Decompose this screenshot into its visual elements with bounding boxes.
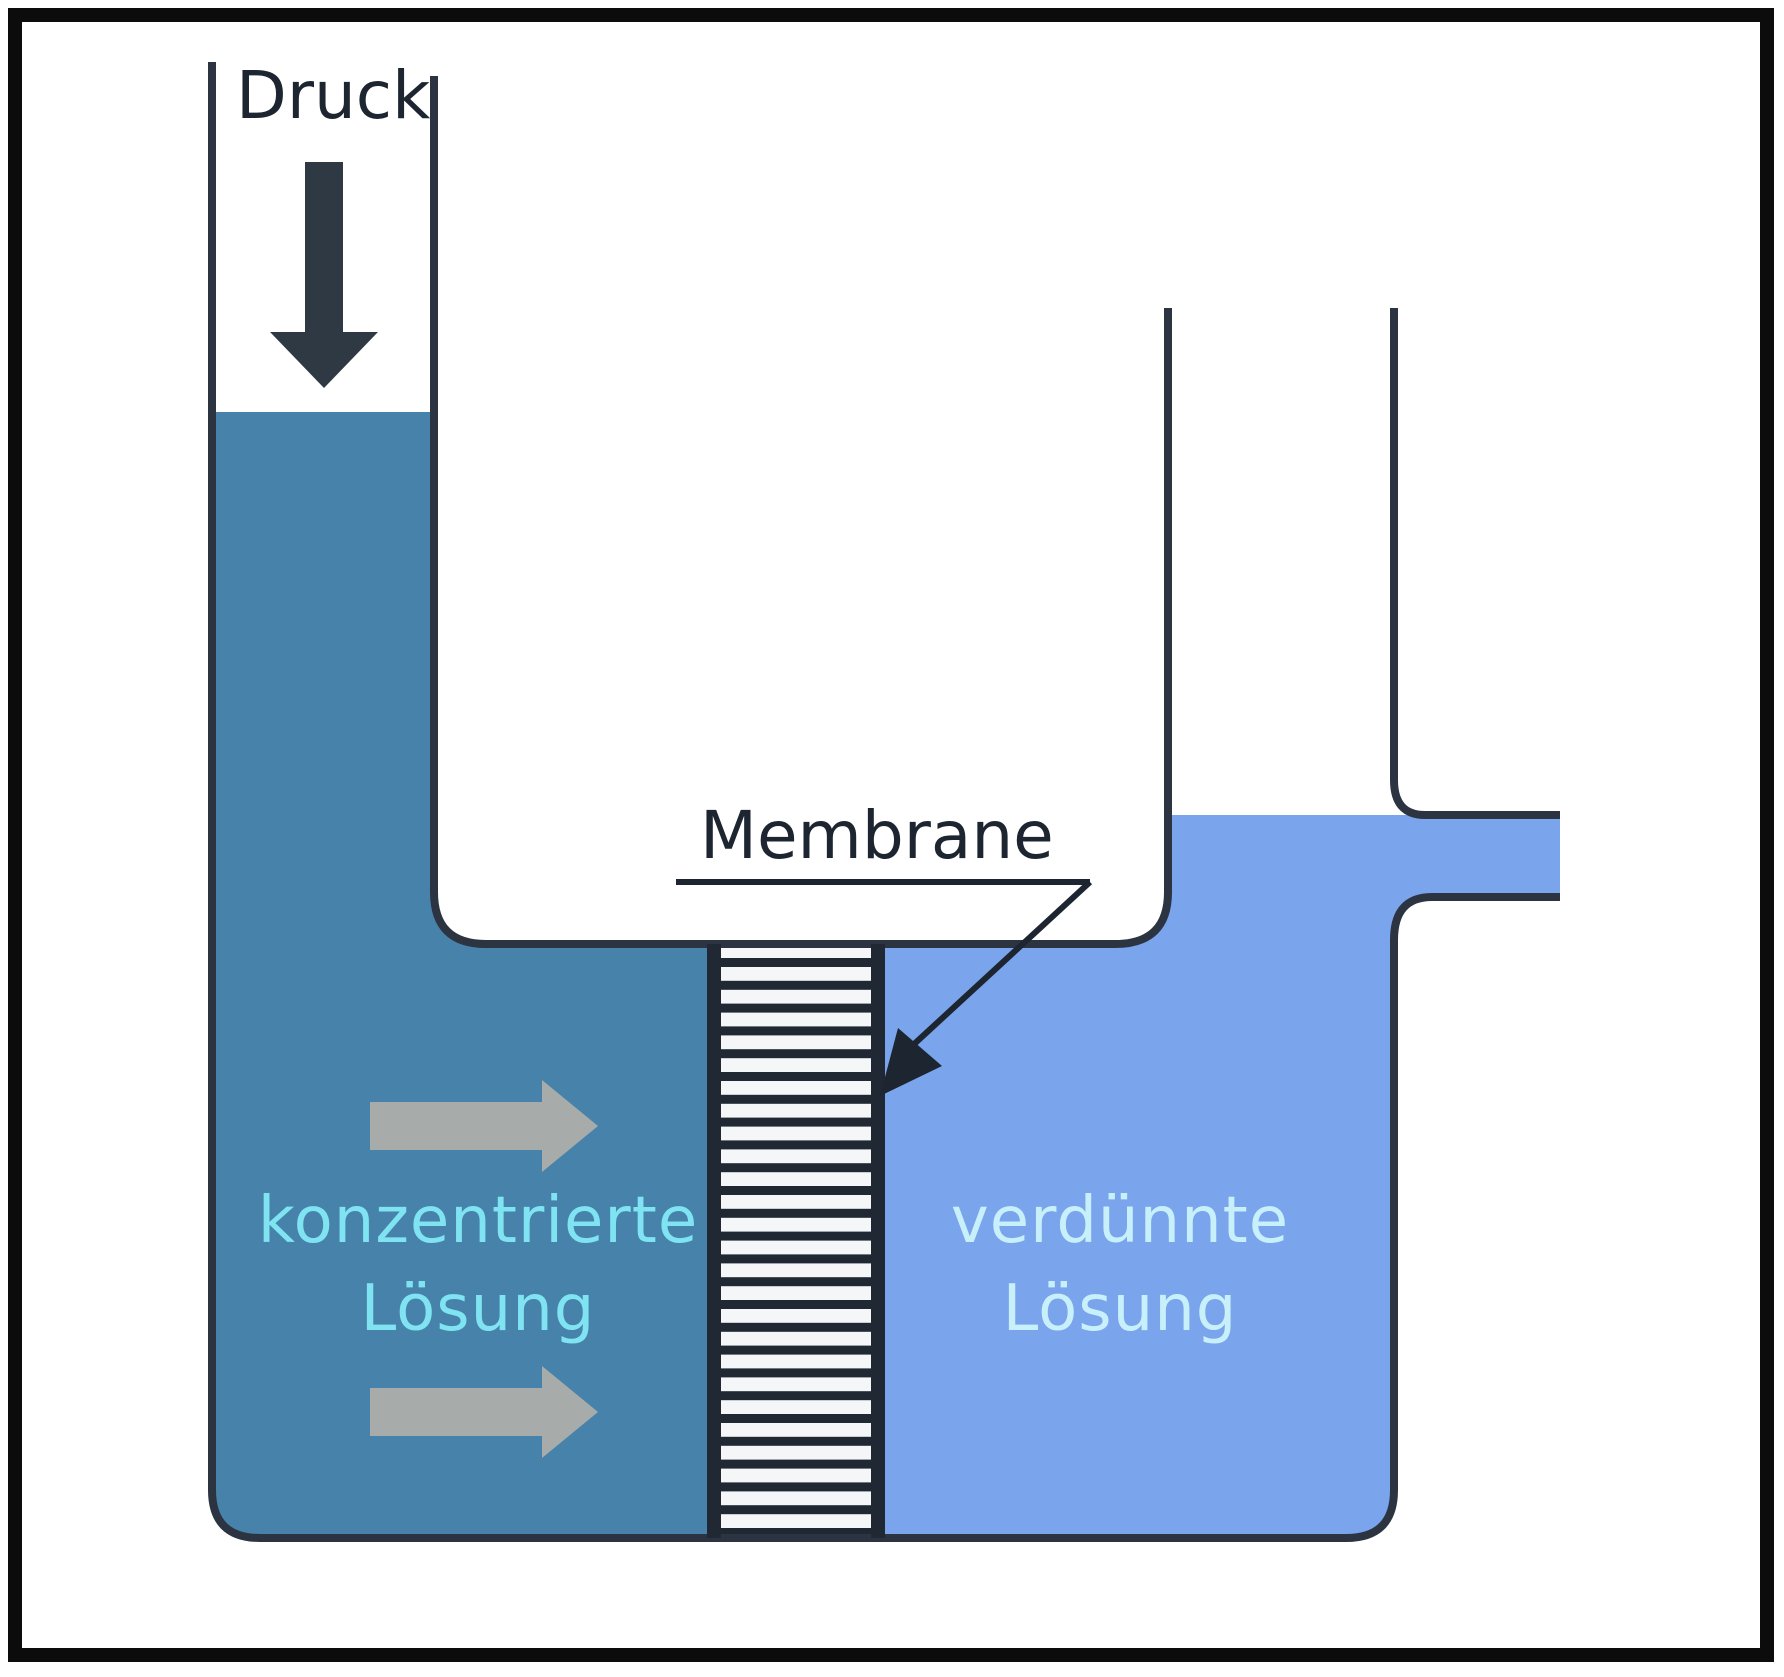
membrane-stripe: [714, 1163, 878, 1173]
dilute-solution-fill: [878, 815, 1560, 1538]
membrane-stripe: [714, 1186, 878, 1195]
membrane-stripe: [714, 1391, 878, 1401]
membrane-stripe: [714, 1049, 878, 1059]
membrane-stripe: [714, 1117, 878, 1127]
arrow-right-icon: [370, 1366, 598, 1458]
arrow-down-icon: [270, 162, 378, 388]
membrane-stripe: [714, 1459, 878, 1469]
membrane-stripe: [714, 1414, 878, 1423]
membrane-stripe: [714, 1345, 878, 1355]
dilute-label-line2: Lösung: [1003, 1272, 1238, 1346]
concentrated-label-line2: Lösung: [361, 1272, 596, 1346]
dilute-label-line1: verdünnte: [951, 1184, 1289, 1258]
membrane-stripe: [714, 1003, 878, 1013]
arrow-right-icon: [370, 1080, 598, 1172]
concentrated-solution-fill: [212, 412, 714, 1538]
membrane-stripe: [714, 1482, 878, 1492]
concentrated-label-line1: konzentrierte: [258, 1184, 698, 1258]
membrane-stripe: [714, 980, 878, 990]
membrane-stripe: [714, 1026, 878, 1036]
membrane-stripe: [714, 1254, 878, 1264]
membrane-stripe: [714, 1300, 878, 1309]
membrane-stripe: [714, 1322, 878, 1332]
membrane-stripe: [714, 1277, 878, 1287]
membrane-stripe: [714, 1094, 878, 1104]
membrane-stripe: [714, 1368, 878, 1378]
membrane-stripe: [714, 1528, 878, 1537]
membrane-stripe: [714, 1505, 878, 1515]
pointer-arrow-icon: [676, 879, 1093, 1096]
membrane-stripe: [714, 1208, 878, 1218]
membrane-column: [714, 944, 878, 1538]
membrane-stripe: [714, 1140, 878, 1150]
membrane-stripe: [714, 1072, 878, 1081]
membrane-stripe: [714, 1436, 878, 1446]
pressure-label: Druck: [236, 57, 431, 134]
membrane-stripe: [714, 1231, 878, 1241]
membrane-stripe: [714, 958, 878, 967]
membrane-label: Membrane: [700, 797, 1054, 874]
vessel-outline: [208, 62, 1560, 1542]
